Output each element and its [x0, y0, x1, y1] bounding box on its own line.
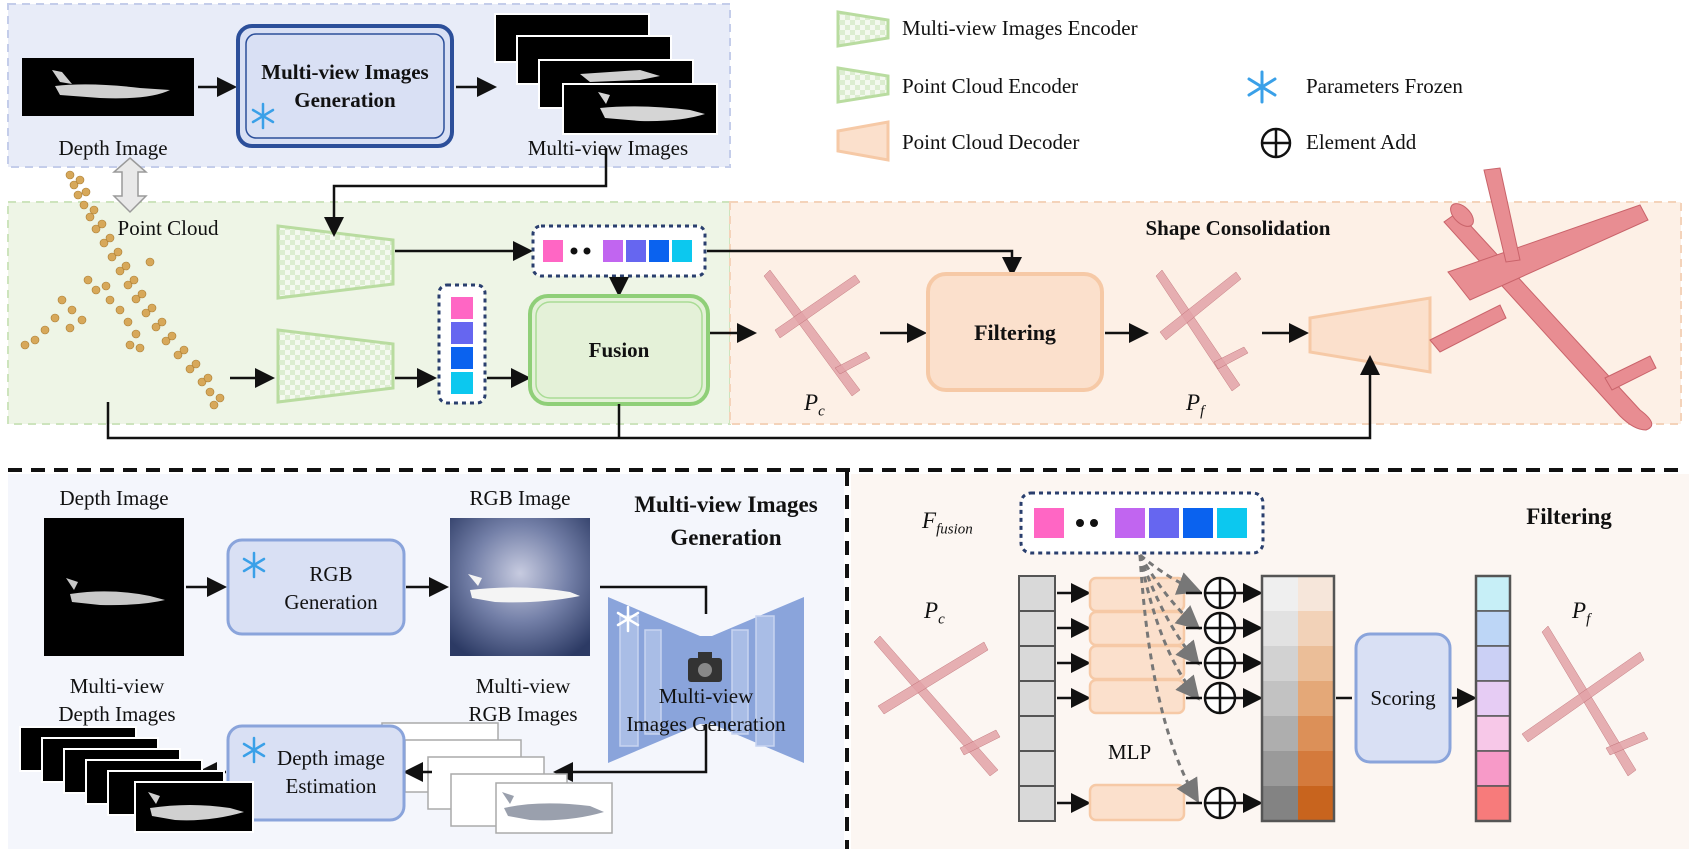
multi-view-images-stack — [494, 13, 718, 135]
mv-images-encoder — [276, 224, 395, 300]
coarse-point-cloud-plane — [763, 269, 871, 397]
fused-feature-column — [1262, 576, 1334, 821]
mv-generation-box — [236, 24, 454, 148]
rgb-generation-box — [226, 538, 406, 636]
bottom-filtered-plane — [1521, 625, 1649, 777]
fusion-broadcast-arrows — [1138, 553, 1202, 804]
multi-view-depth-images-stack — [19, 726, 254, 833]
bottom-pf-label: Pf — [1572, 598, 1591, 628]
consolidated-plane-mesh — [1429, 167, 1657, 431]
depth-estimation-box — [226, 724, 406, 822]
legend-mv-encoder-label: Multi-view Images Encoder — [902, 16, 1138, 40]
legend-pc-encoder-icon — [836, 66, 890, 104]
scoring-box — [1354, 632, 1452, 764]
unet-snowflake-icon — [616, 605, 640, 633]
legend-pc-encoder-label: Point Cloud Encoder — [902, 74, 1079, 98]
legend-mv-encoder-icon — [836, 10, 890, 48]
consolidation-region — [729, 201, 1682, 425]
mv-gen-snowflake-icon — [251, 102, 275, 130]
legend-pc-decoder-label: Point Cloud Decoder — [902, 130, 1080, 154]
point-cloud-label: Point Cloud — [117, 216, 219, 240]
filtering-detail-title: Filtering — [1526, 504, 1612, 529]
depth-pointcloud-double-arrow — [112, 157, 148, 214]
pf-label: Pf — [1186, 390, 1205, 420]
f-fusion-label: Ffusion — [922, 508, 973, 538]
top-depth-image-label: Depth Image — [58, 136, 168, 160]
filtering-label: Filtering — [974, 320, 1056, 345]
rgb-gen-snowflake-icon — [242, 551, 266, 579]
element-add-ops — [1203, 576, 1237, 820]
bl-depth-image-thumb — [44, 518, 184, 656]
bl-depth-image-label: Depth Image — [59, 486, 169, 510]
bl-rgb-image-label: RGB Image — [469, 486, 571, 510]
multi-view-images-label: Multi-view Images — [527, 136, 689, 160]
depth-est-snowflake-icon — [242, 736, 266, 764]
pc-label: Pc — [804, 390, 825, 420]
rgb-image-thumb — [450, 518, 590, 656]
point-cloud-gold — [20, 170, 225, 410]
legend-pc-decoder-icon — [836, 120, 890, 162]
multi-view-rgb-images-stack — [381, 722, 613, 834]
scoring-label: Scoring — [1370, 686, 1436, 710]
legend-add-label: Element Add — [1306, 130, 1417, 154]
legend-snowflake-icon — [1247, 70, 1277, 104]
filtering-box — [926, 272, 1104, 392]
camera-icon — [688, 652, 722, 682]
shape-consolidation-title: Shape Consolidation — [1145, 216, 1331, 240]
fusion-label: Fusion — [588, 338, 650, 362]
filtered-point-cloud-plane — [1155, 269, 1249, 392]
point-cloud-decoder — [1308, 296, 1432, 374]
score-column — [1475, 575, 1511, 822]
bottom-coarse-plane — [873, 635, 1001, 777]
point-feature-column — [1018, 575, 1056, 822]
legend-element-add-icon — [1260, 127, 1292, 159]
legend-frozen-label: Parameters Frozen — [1306, 74, 1463, 98]
mlp-label: MLP — [1108, 740, 1152, 764]
point-cloud-encoder — [276, 328, 395, 404]
bottom-pc-label: Pc — [924, 598, 945, 628]
